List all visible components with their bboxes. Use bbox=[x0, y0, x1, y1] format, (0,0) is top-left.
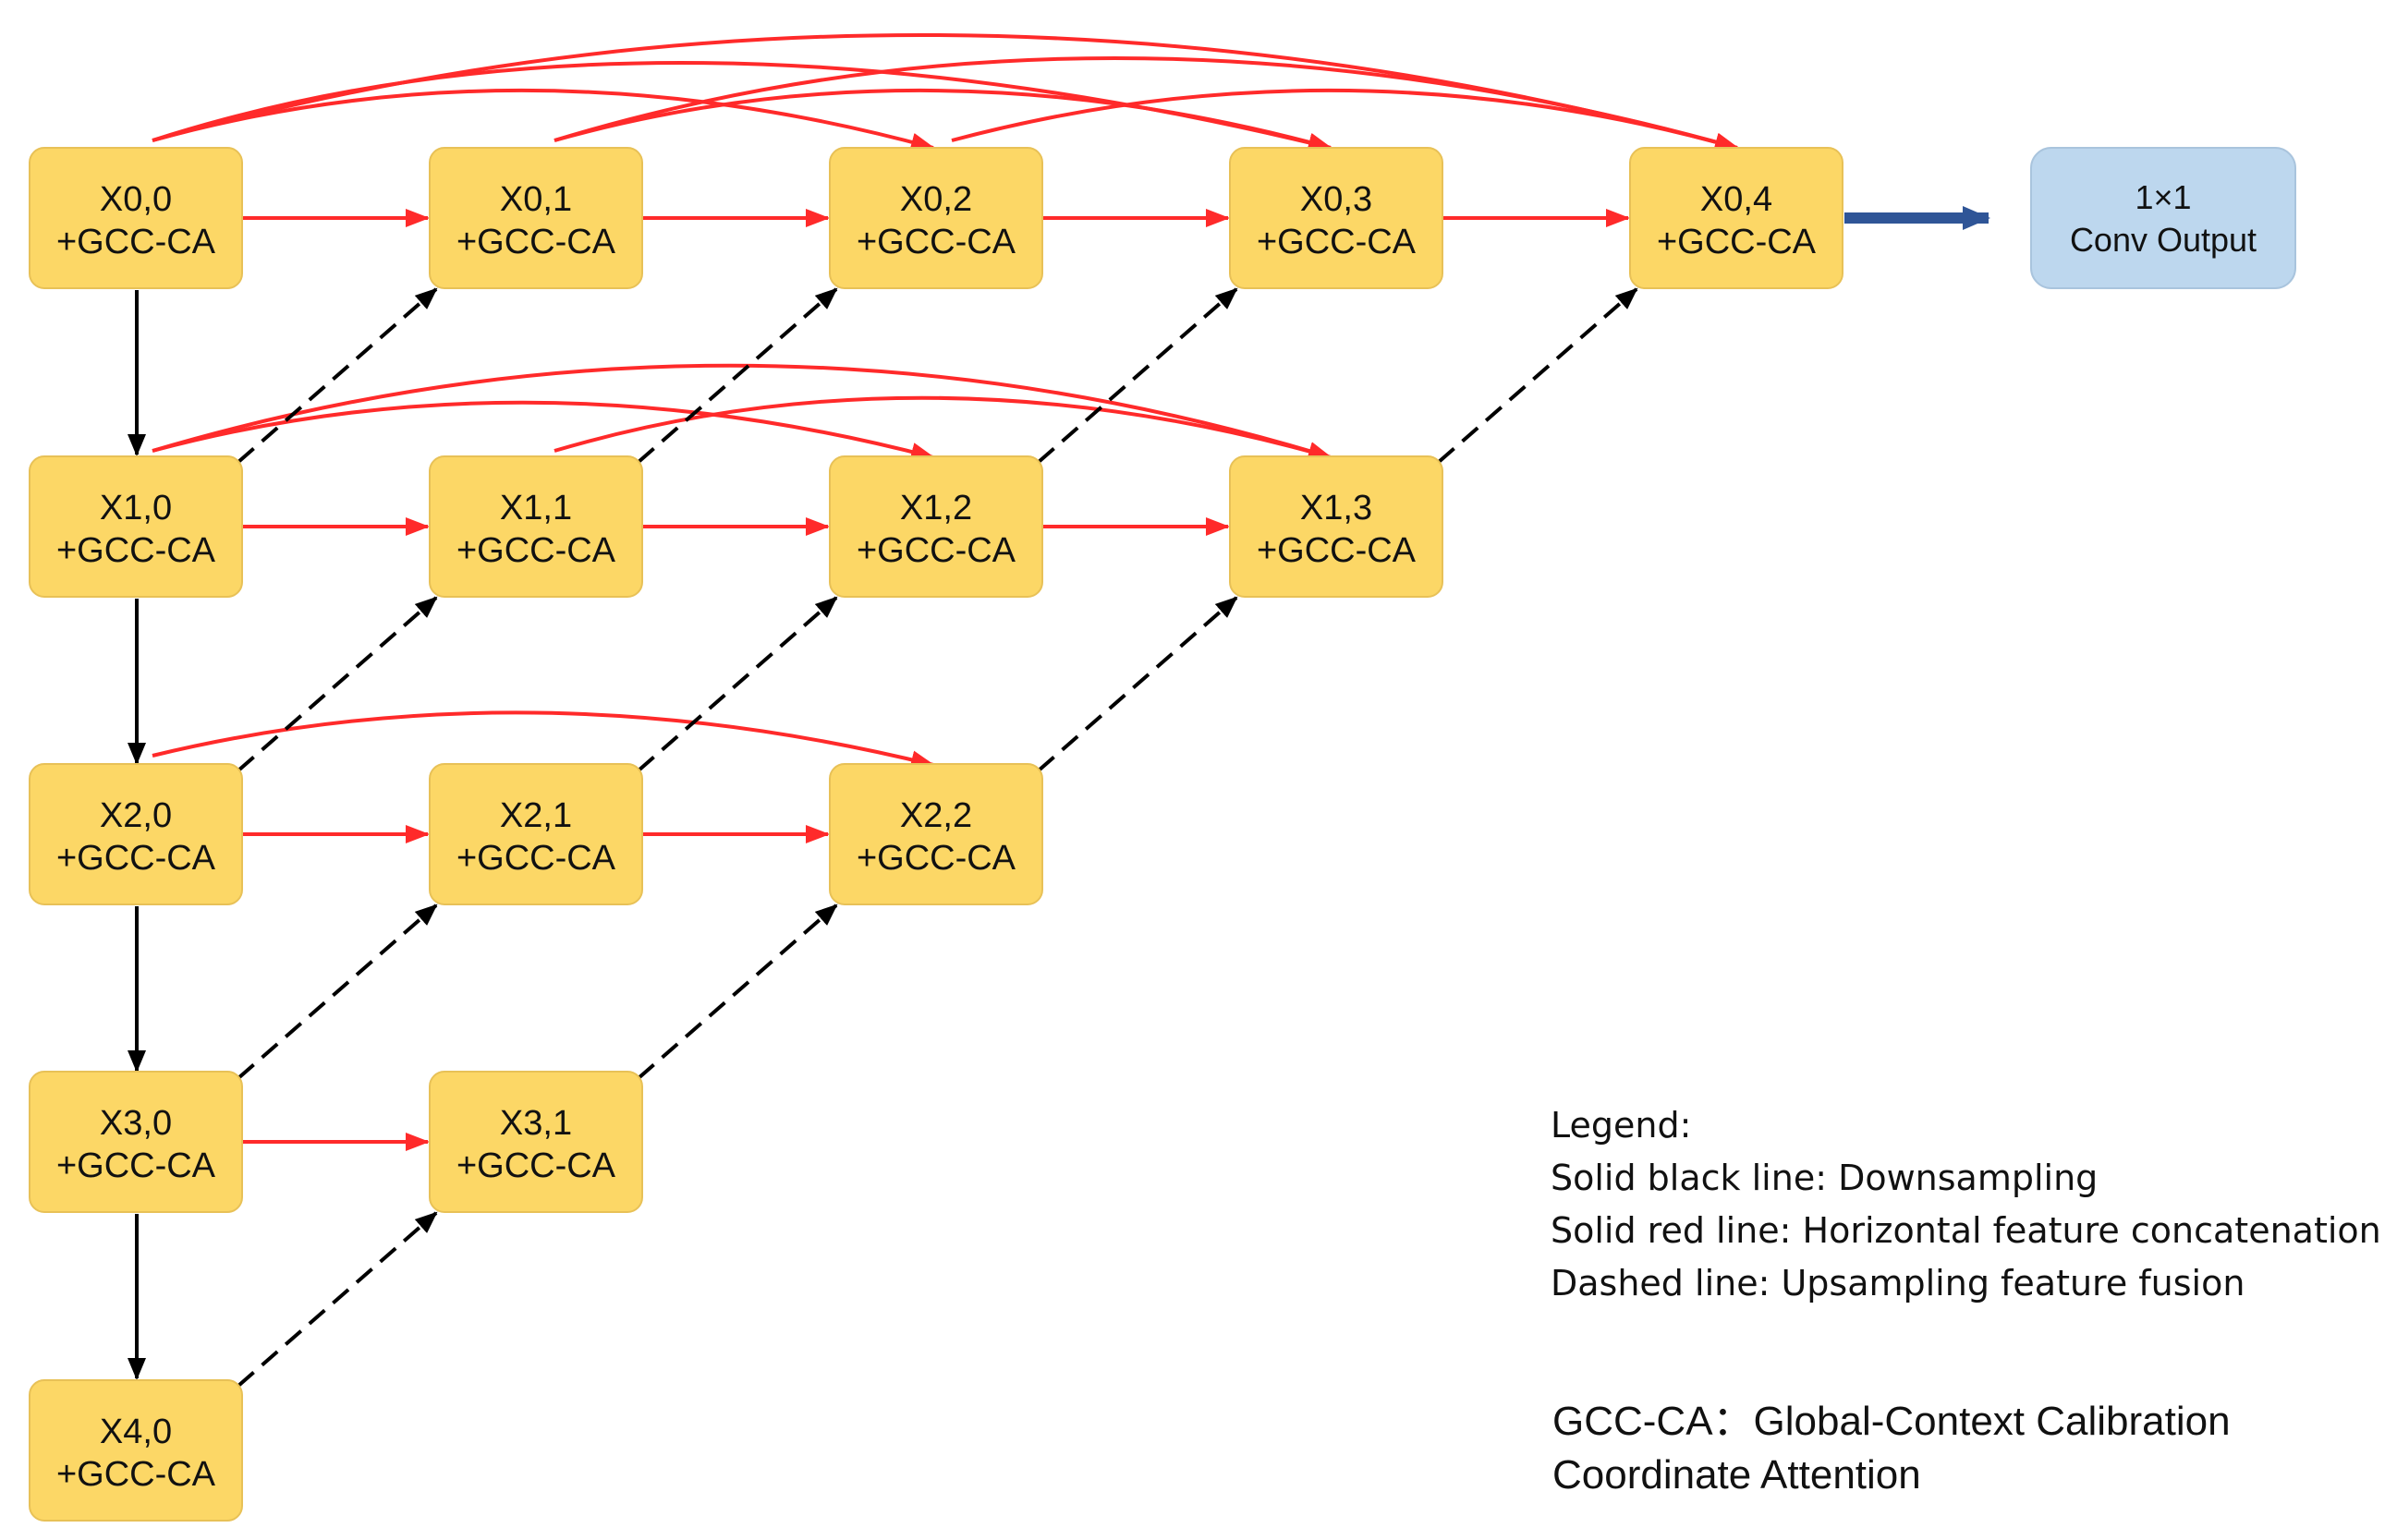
node-x21-sublabel: +GCC-CA bbox=[456, 839, 616, 878]
up-x13-x04 bbox=[1437, 287, 1638, 464]
output-node-sublabel: Conv Output bbox=[2070, 221, 2257, 259]
node-x03-sublabel: +GCC-CA bbox=[1257, 223, 1417, 261]
skip-x11-x13 bbox=[554, 395, 1332, 461]
node-x11: X1,1 +GCC-CA bbox=[429, 455, 643, 598]
skip-x20-x22 bbox=[152, 710, 935, 769]
gcc-ca-definition-line2: Coordinate Attention bbox=[1552, 1452, 1921, 1498]
node-x13: X1,3 +GCC-CA bbox=[1229, 455, 1443, 598]
node-x21: X2,1 +GCC-CA bbox=[429, 763, 643, 905]
node-x04-sublabel: +GCC-CA bbox=[1657, 223, 1817, 261]
up-x22-x13 bbox=[1037, 596, 1238, 772]
up-x31-x22 bbox=[637, 903, 838, 1080]
node-x13-sublabel: +GCC-CA bbox=[1257, 531, 1417, 570]
gcc-ca-definition-line1: GCC-CA：Global-Context Calibration bbox=[1552, 1399, 2231, 1444]
skip-x00-x02 bbox=[152, 88, 935, 152]
node-x10-sublabel: +GCC-CA bbox=[56, 531, 216, 570]
node-x12: X1,2 +GCC-CA bbox=[829, 455, 1043, 598]
skip-x01-x04 bbox=[554, 55, 1739, 152]
node-x01-sublabel: +GCC-CA bbox=[456, 223, 616, 261]
node-x03: X0,3 +GCC-CA bbox=[1229, 147, 1443, 289]
skip-x10-x13 bbox=[152, 363, 1332, 460]
node-x04: X0,4 +GCC-CA bbox=[1629, 147, 1843, 289]
node-x01-label: X0,1 bbox=[500, 180, 572, 219]
up-x21-x12 bbox=[637, 596, 838, 772]
up-x20-x11 bbox=[237, 596, 438, 772]
up-x40-x31 bbox=[237, 1211, 438, 1388]
legend-concatenation: Solid red line: Horizontal feature conca… bbox=[1551, 1210, 2381, 1251]
node-x02: X0,2 +GCC-CA bbox=[829, 147, 1043, 289]
node-x04-label: X0,4 bbox=[1700, 180, 1772, 219]
node-x03-label: X0,3 bbox=[1300, 180, 1372, 219]
node-x31-label: X3,1 bbox=[500, 1104, 572, 1143]
skip-x02-x04 bbox=[951, 88, 1739, 152]
skip-x01-x03 bbox=[554, 88, 1332, 152]
node-x02-label: X0,2 bbox=[900, 180, 972, 219]
node-x01: X0,1 +GCC-CA bbox=[429, 147, 643, 289]
node-x40: X4,0 +GCC-CA bbox=[29, 1379, 243, 1522]
legend-upsampling: Dashed line: Upsampling feature fusion bbox=[1551, 1263, 2245, 1304]
node-x20: X2,0 +GCC-CA bbox=[29, 763, 243, 905]
node-x10-label: X1,0 bbox=[100, 489, 172, 527]
node-x13-label: X1,3 bbox=[1300, 489, 1372, 527]
node-x11-sublabel: +GCC-CA bbox=[456, 531, 616, 570]
upsampling-arrows bbox=[237, 287, 1638, 1388]
node-x00-sublabel: +GCC-CA bbox=[56, 223, 216, 261]
skip-connections bbox=[152, 33, 1739, 769]
legend-downsampling: Solid black line: Downsampling bbox=[1551, 1158, 2099, 1198]
node-x20-sublabel: +GCC-CA bbox=[56, 839, 216, 878]
node-x22-label: X2,2 bbox=[900, 796, 972, 835]
node-x20-label: X2,0 bbox=[100, 796, 172, 835]
node-x10: X1,0 +GCC-CA bbox=[29, 455, 243, 598]
concat-arrows bbox=[243, 209, 1630, 1151]
node-x21-label: X2,1 bbox=[500, 796, 572, 835]
up-x12-x03 bbox=[1037, 287, 1238, 464]
node-x00: X0,0 +GCC-CA bbox=[29, 147, 243, 289]
node-x11-label: X1,1 bbox=[500, 489, 572, 527]
node-x31: X3,1 +GCC-CA bbox=[429, 1071, 643, 1213]
node-x30-label: X3,0 bbox=[100, 1104, 172, 1143]
node-x31-sublabel: +GCC-CA bbox=[456, 1146, 616, 1185]
up-x11-x02 bbox=[637, 287, 838, 464]
up-x10-x01 bbox=[237, 287, 438, 464]
node-x40-label: X4,0 bbox=[100, 1413, 172, 1451]
node-x30-sublabel: +GCC-CA bbox=[56, 1146, 216, 1185]
node-x12-label: X1,2 bbox=[900, 489, 972, 527]
gcc-ca-definition: GCC-CA：Global-Context Calibration Coordi… bbox=[1552, 1395, 2231, 1502]
legend: Legend: Solid black line: Downsampling S… bbox=[1551, 1099, 2381, 1310]
output-node: 1×1 Conv Output bbox=[2030, 147, 2296, 289]
output-node-label: 1×1 bbox=[2135, 178, 2191, 216]
node-x30: X3,0 +GCC-CA bbox=[29, 1071, 243, 1213]
up-x30-x21 bbox=[237, 903, 438, 1080]
node-x02-sublabel: +GCC-CA bbox=[857, 223, 1016, 261]
node-x22-sublabel: +GCC-CA bbox=[857, 839, 1016, 878]
node-x12-sublabel: +GCC-CA bbox=[857, 531, 1016, 570]
node-x22: X2,2 +GCC-CA bbox=[829, 763, 1043, 905]
legend-title: Legend: bbox=[1551, 1105, 1692, 1146]
node-x40-sublabel: +GCC-CA bbox=[56, 1455, 216, 1494]
skip-x10-x12 bbox=[152, 400, 935, 461]
node-x00-label: X0,0 bbox=[100, 180, 172, 219]
